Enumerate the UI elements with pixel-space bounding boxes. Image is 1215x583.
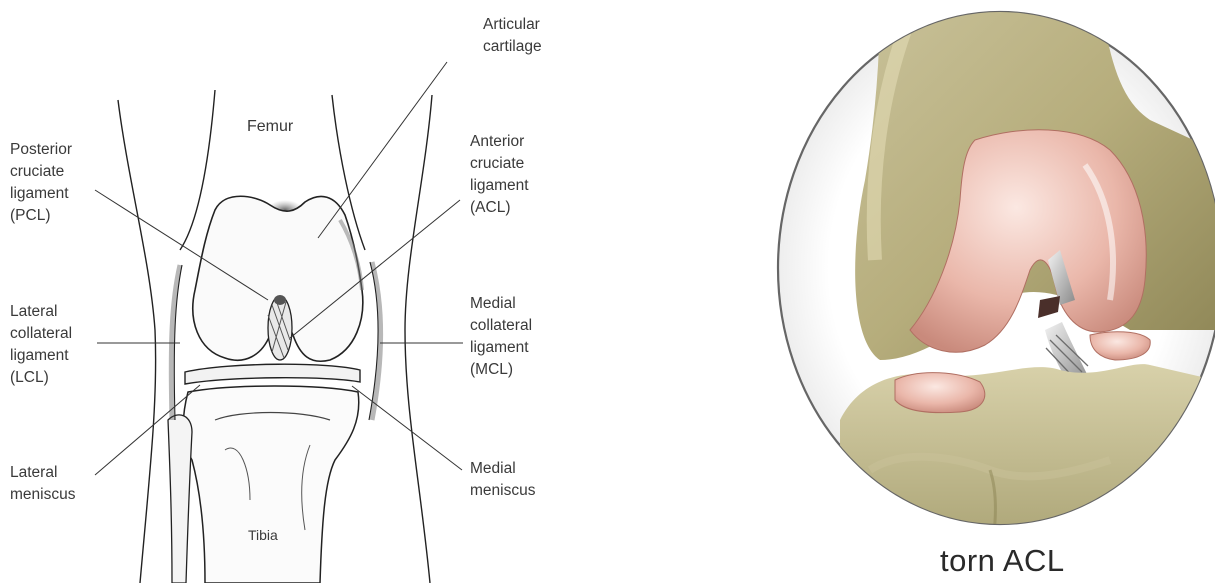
tibial-cartilage — [895, 373, 985, 413]
caption-torn-acl: torn ACL — [940, 543, 1065, 579]
